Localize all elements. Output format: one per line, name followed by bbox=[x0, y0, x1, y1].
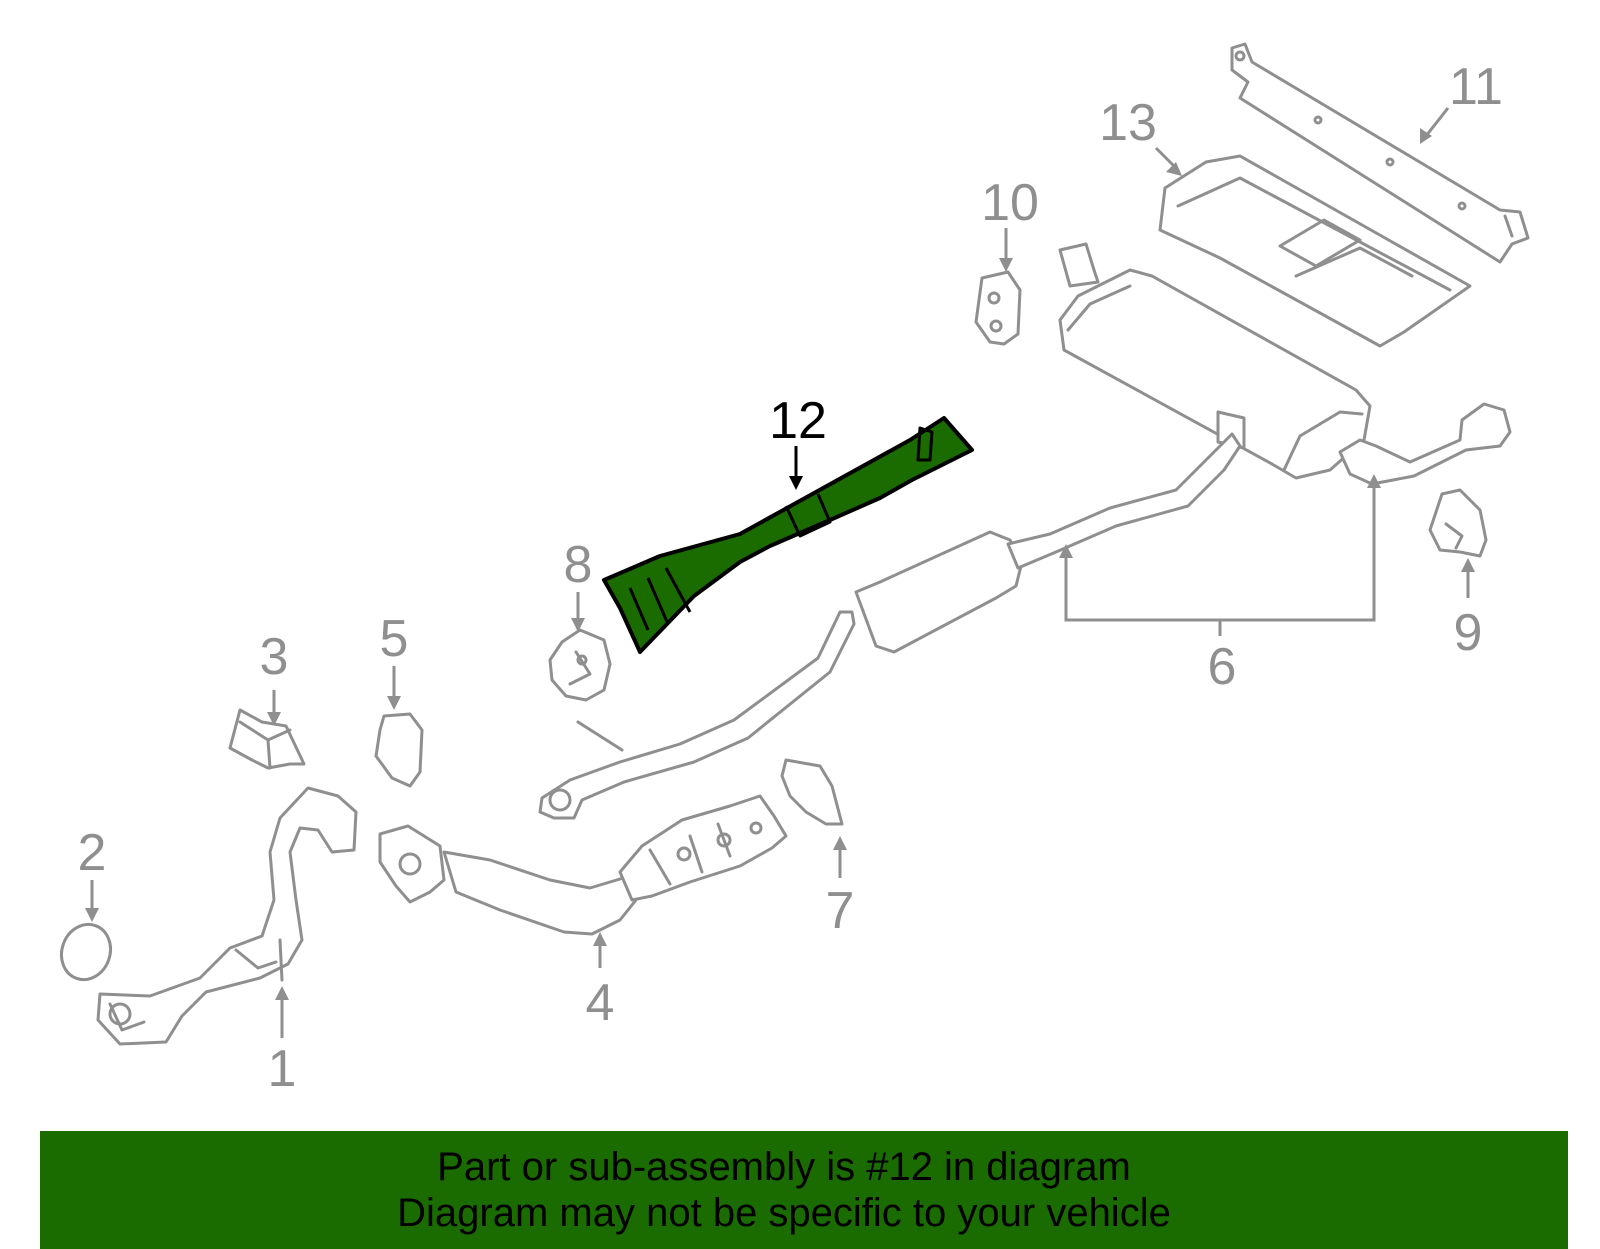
part-12-heat-shield-highlighted[interactable] bbox=[602, 416, 974, 654]
callout-12: 12 bbox=[769, 392, 827, 450]
callout-8: 8 bbox=[564, 536, 593, 594]
part-12-shape[interactable] bbox=[602, 416, 974, 654]
part-6-muffler-assembly[interactable] bbox=[538, 242, 1512, 820]
callout-4: 4 bbox=[586, 974, 615, 1032]
callout-3: 3 bbox=[260, 628, 289, 686]
info-banner: Part or sub-assembly is #12 in diagram D… bbox=[40, 1131, 1568, 1249]
part-2-gasket[interactable] bbox=[54, 917, 118, 986]
banner-line-1: Part or sub-assembly is #12 in diagram bbox=[437, 1145, 1131, 1189]
leader-lines bbox=[85, 107, 1475, 1038]
part-5-gasket[interactable] bbox=[374, 712, 424, 788]
callout-11: 11 bbox=[1449, 58, 1503, 116]
callout-2: 2 bbox=[78, 824, 107, 882]
part-11-bracket[interactable] bbox=[1230, 42, 1530, 264]
part-9-hanger[interactable] bbox=[1428, 488, 1488, 558]
banner-line-2: Diagram may not be specific to your vehi… bbox=[397, 1191, 1171, 1235]
part-3-heat-shield[interactable] bbox=[228, 708, 306, 770]
part-1-front-pipe[interactable] bbox=[96, 786, 358, 1046]
part-8-hanger[interactable] bbox=[548, 628, 612, 702]
callout-6: 6 bbox=[1208, 638, 1237, 696]
part-4-catalytic-converter[interactable] bbox=[378, 794, 788, 936]
callout-7: 7 bbox=[826, 882, 855, 940]
part-10-hanger[interactable] bbox=[974, 270, 1022, 346]
callout-1: 1 bbox=[268, 1040, 297, 1098]
callout-5: 5 bbox=[380, 610, 409, 668]
part-7-gasket[interactable] bbox=[780, 758, 844, 826]
callout-9: 9 bbox=[1454, 604, 1483, 662]
callout-10: 10 bbox=[981, 174, 1039, 232]
part-13-heat-shield[interactable] bbox=[1158, 154, 1472, 348]
callout-13: 13 bbox=[1099, 94, 1157, 152]
callout-labels: 1 2 3 4 5 6 7 8 9 10 11 12 13 bbox=[78, 58, 1503, 1098]
